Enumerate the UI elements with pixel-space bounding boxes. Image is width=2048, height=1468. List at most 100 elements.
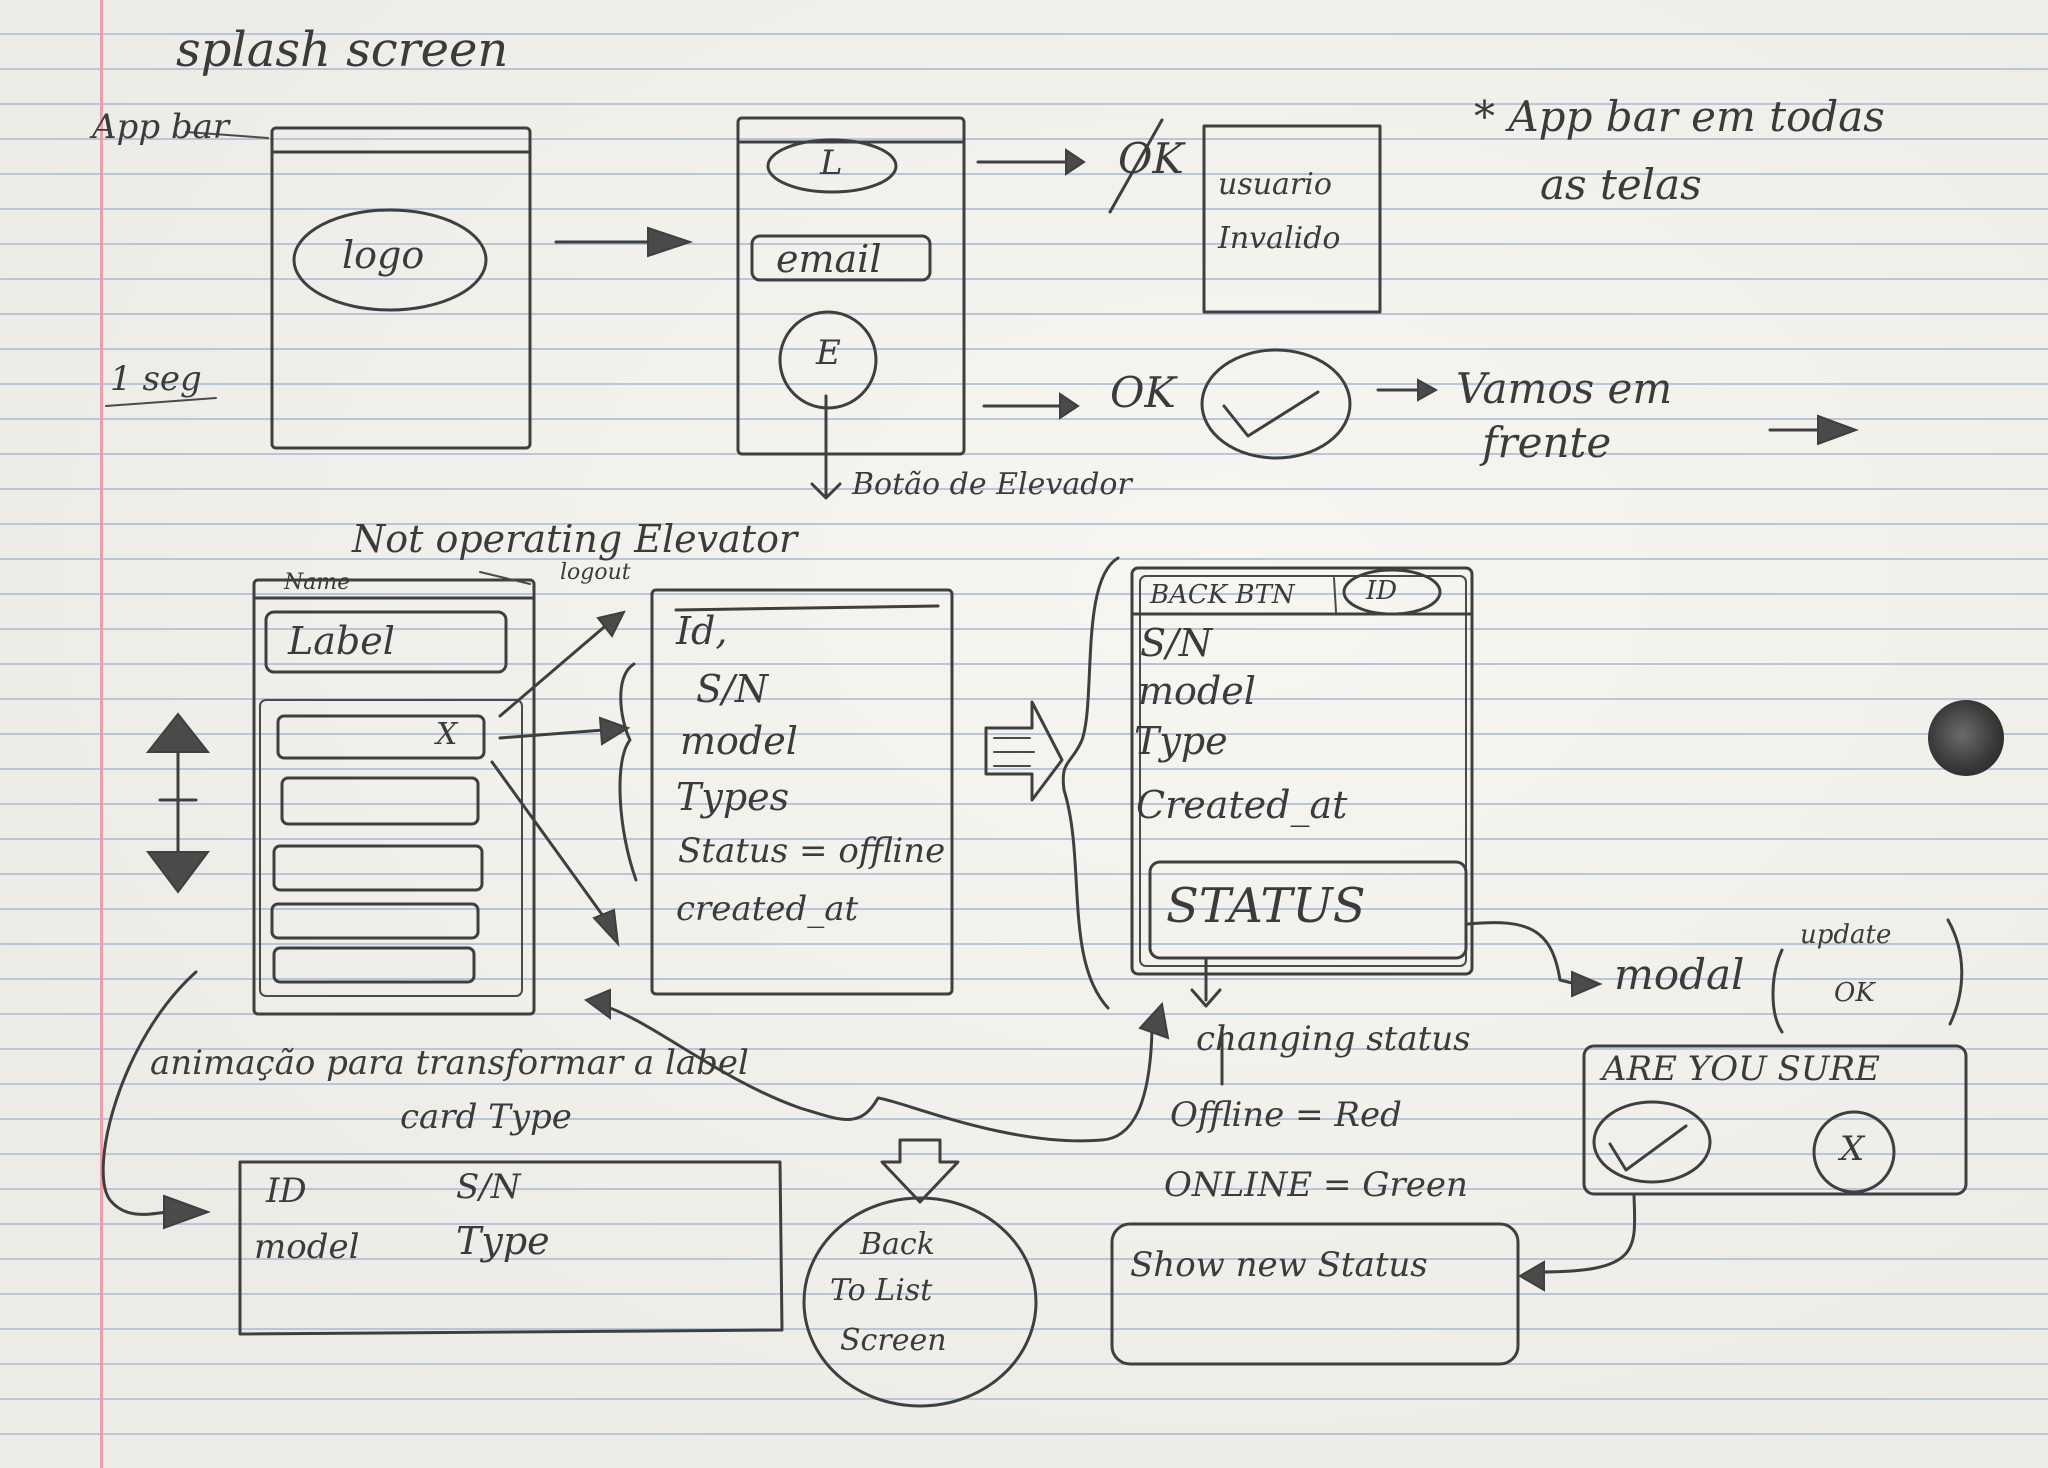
status-down-head [1190, 988, 1222, 1008]
modal-paren-line-1: update [1800, 920, 1892, 950]
ok-check-mark [1222, 390, 1320, 438]
splash-logo-oval [292, 208, 488, 312]
login-screen-frame [736, 116, 966, 456]
binder-hole [1928, 700, 2004, 776]
duration-underline [105, 397, 217, 407]
splash-screen-frame [270, 126, 532, 450]
arrow-to-detail-screen [984, 700, 1064, 802]
animation-note-line-1: animação para transformar a label [150, 1043, 749, 1083]
status-to-modal-line [1466, 921, 1578, 986]
list-item-close: X [436, 717, 458, 752]
list-to-card-path [101, 970, 198, 1216]
next-line-2: frente [1482, 418, 1612, 467]
modal-check-mark [1608, 1124, 1688, 1172]
changing-status-note: changing status [1196, 1019, 1471, 1059]
detail-panel-top-line [674, 604, 940, 612]
card-model: model [254, 1227, 360, 1267]
list-item-5 [272, 946, 476, 984]
back-list-line-2: To List [830, 1273, 933, 1308]
page-title: splash screen [176, 22, 509, 78]
login-ok-label: OK [1110, 368, 1176, 417]
logout-pointer [479, 571, 531, 585]
arrow-head-login-ok [1059, 392, 1080, 420]
detail-screen-brace [1061, 556, 1120, 1010]
modal-paren-line-2: OK [1834, 978, 1875, 1008]
scroll-up-arrow [145, 712, 211, 753]
list-screen-frame [252, 578, 536, 1016]
list-label-text: Label [288, 619, 395, 663]
list-item-1 [276, 714, 486, 760]
arrow-head-splash-login [647, 226, 694, 258]
pointer-head-created [592, 908, 620, 947]
elevator-button-label: Botão de Elevador [852, 467, 1132, 502]
animation-arrow-head [584, 988, 611, 1020]
card-box [238, 1160, 784, 1336]
splash-duration: 1 seg [110, 359, 202, 399]
list-name-label: Name [284, 570, 351, 595]
status-to-modal-head [1571, 970, 1603, 998]
card-id: ID [266, 1171, 307, 1211]
card-type: Type [456, 1219, 550, 1263]
list-inner-frame [259, 699, 523, 997]
login-L-oval [766, 138, 898, 194]
detail-app-bar-divider [1333, 577, 1337, 613]
splash-logo-text: logo [342, 233, 425, 277]
online-note: ONLINE = Green [1164, 1165, 1468, 1205]
detail-status-button [1148, 860, 1468, 960]
animation-note-line-2: card Type [400, 1097, 572, 1137]
detail-panel-line-3: model [680, 719, 798, 763]
back-list-circle [802, 1196, 1038, 1408]
modal-question: ARE YOU SURE [1602, 1049, 1880, 1089]
scroll-down-arrow [146, 851, 210, 894]
detail-status-label: STATUS [1166, 878, 1366, 934]
login-E-circle [778, 310, 878, 410]
list-label-box [264, 610, 508, 674]
modal-cancel-circle [1812, 1110, 1896, 1194]
pointer-item-to-created [490, 760, 608, 922]
arrow-head-ok-next [1417, 378, 1439, 402]
detail-back-btn: BACK BTN [1150, 580, 1295, 610]
list-to-card-head [163, 1194, 211, 1230]
invalid-line-1: usuario [1218, 167, 1332, 202]
login-email-field [750, 234, 932, 282]
list-item-3 [272, 844, 484, 892]
modal-to-status-head [1518, 1260, 1545, 1292]
app-bar-label: App bar [92, 107, 230, 147]
detail-screen-inner [1139, 575, 1467, 967]
show-new-status-label: Show new Status [1130, 1245, 1428, 1285]
modal-cancel-label: X [1840, 1129, 1865, 1169]
detail-line-2: model [1138, 669, 1256, 713]
pointer-head-model [598, 716, 631, 746]
login-L-label: L [820, 143, 843, 183]
detail-line-1: S/N [1140, 621, 1213, 665]
detail-panel-line-1: Id, [676, 609, 728, 653]
detail-line-4: Created_at [1136, 783, 1348, 827]
pointer-item-to-model [498, 728, 606, 740]
list-item-4 [270, 902, 480, 940]
elevator-button-arrow-head [810, 482, 842, 500]
modal-confirm-circle [1592, 1100, 1712, 1184]
detail-panel-line-4: Types [676, 775, 790, 819]
modal-paren-left [1771, 948, 1784, 1034]
detail-id-badge [1342, 568, 1442, 616]
detail-brace [618, 662, 638, 882]
back-list-line-3: Screen [840, 1323, 947, 1358]
pointer-head-id [596, 610, 626, 638]
detail-panel-frame [650, 588, 954, 996]
arrow-head-login-fail [1065, 148, 1086, 176]
note-line-2: as telas [1540, 160, 1702, 209]
changing-status-head [1138, 1001, 1170, 1040]
login-email-label: email [776, 237, 882, 281]
detail-line-3: Type [1134, 719, 1228, 763]
login-fail-label: OK [1118, 134, 1184, 183]
detail-panel-line-6: created_at [676, 889, 859, 929]
detail-panel-line-5: Status = offline [678, 831, 946, 871]
fail-strike [1108, 118, 1164, 214]
note-line-1: * App bar em todas [1474, 92, 1885, 141]
show-new-status-box [1110, 1222, 1520, 1366]
invalid-line-2: Invalido [1218, 221, 1341, 256]
modal-paren-right [1946, 918, 1964, 1026]
changing-status-path [602, 1004, 1154, 1143]
